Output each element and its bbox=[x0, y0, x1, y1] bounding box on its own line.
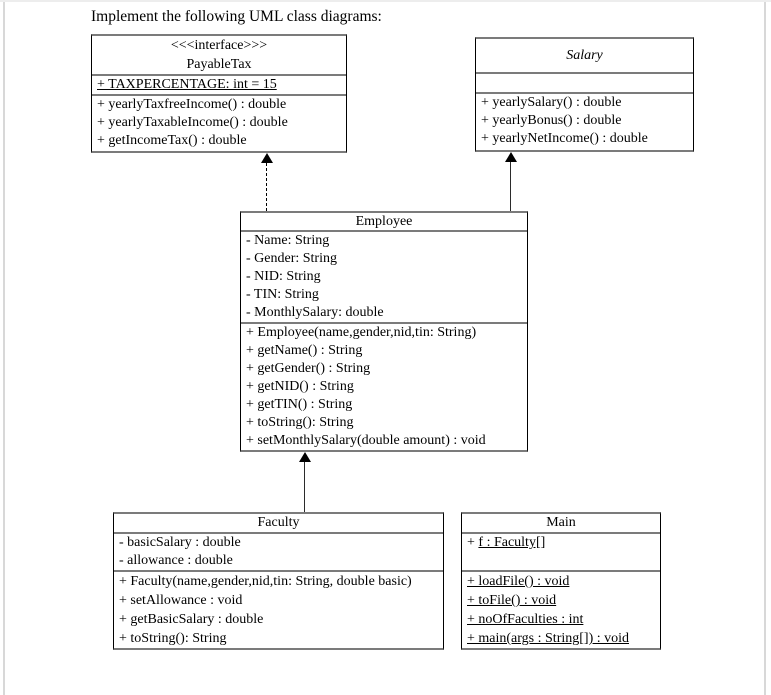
method-row: + Faculty(name,gender,nid,tin: String, d… bbox=[119, 574, 412, 589]
method-row: + toFile() : void bbox=[467, 593, 557, 608]
realization-arrow-employee-to-payabletax bbox=[266, 163, 267, 211]
attribute-row: - MonthlySalary: double bbox=[246, 305, 384, 320]
attribute-row: - NID: String bbox=[246, 269, 321, 284]
class-name: Employee bbox=[355, 214, 413, 229]
attributes-section: - Name: String - Gender: String - NID: S… bbox=[241, 232, 527, 322]
attributes-section: + TAXPERCENTAGE: int = 15 bbox=[92, 76, 346, 94]
methods-section: + loadFile() : void + toFile() : void + … bbox=[462, 570, 660, 648]
class-header: Salary bbox=[476, 39, 693, 74]
realization-arrowhead-payabletax bbox=[261, 153, 273, 163]
class-header: Employee bbox=[241, 213, 527, 232]
attribute-row: - basicSalary : double bbox=[119, 535, 241, 550]
attribute-text: f : Faculty[] bbox=[478, 535, 546, 550]
class-name: Faculty bbox=[257, 515, 300, 530]
methods-section: + Faculty(name,gender,nid,tin: String, d… bbox=[114, 570, 443, 648]
methods-section: + yearlyTaxfreeIncome() : double + yearl… bbox=[92, 94, 346, 151]
method-row: + getNID() : String bbox=[246, 379, 354, 394]
method-row: + setMonthlySalary(double amount) : void bbox=[246, 433, 486, 448]
method-row: + setAllowance : void bbox=[119, 593, 243, 608]
method-row: + toString(): String bbox=[119, 631, 227, 646]
method-row: + getTIN() : String bbox=[246, 397, 353, 412]
method-row: + toString(): String bbox=[246, 415, 354, 430]
method-row: + getIncomeTax() : double bbox=[97, 133, 247, 148]
method-row: + yearlyNetIncome() : double bbox=[481, 131, 648, 146]
attribute-row: - Name: String bbox=[246, 233, 330, 248]
method-row: + yearlyTaxfreeIncome() : double bbox=[97, 97, 287, 112]
page-title: Implement the following UML class diagra… bbox=[91, 8, 382, 25]
method-row: + loadFile() : void bbox=[467, 574, 570, 589]
class-header: <<<interface>>> PayableTax bbox=[92, 36, 346, 76]
class-header: Faculty bbox=[114, 514, 443, 534]
attribute-row: - TIN: String bbox=[246, 287, 319, 302]
attribute-row: - Gender: String bbox=[246, 251, 337, 266]
page-edge-top bbox=[0, 0, 771, 2]
method-row: + getName() : String bbox=[246, 343, 363, 358]
method-row: + getBasicSalary : double bbox=[119, 612, 264, 627]
page-edge-right bbox=[764, 0, 766, 695]
methods-section: + Employee(name,gender,nid,tin: String) … bbox=[241, 322, 527, 450]
uml-class-faculty: Faculty - basicSalary : double - allowan… bbox=[113, 512, 444, 650]
class-name: Main bbox=[546, 515, 576, 530]
class-name: PayableTax bbox=[186, 57, 252, 72]
page-edge-left bbox=[3, 0, 5, 695]
attribute-prefix: + bbox=[467, 535, 479, 550]
attribute-row: + f : Faculty[] bbox=[467, 534, 655, 552]
class-header: Main bbox=[462, 514, 660, 534]
method-row: + yearlyBonus() : double bbox=[481, 113, 622, 128]
uml-class-salary: Salary + yearlySalary() : double + yearl… bbox=[475, 37, 694, 152]
method-row: + Employee(name,gender,nid,tin: String) bbox=[246, 325, 477, 340]
methods-section: + yearlySalary() : double + yearlyBonus(… bbox=[476, 92, 693, 150]
attributes-section bbox=[476, 74, 693, 92]
method-row: + main(args : String[]) : void bbox=[467, 631, 630, 646]
method-row: + getGender() : String bbox=[246, 361, 371, 376]
generalization-arrowhead-salary bbox=[505, 152, 517, 162]
stereotype-label: <<<interface>>> bbox=[170, 38, 268, 53]
method-row: + yearlySalary() : double bbox=[481, 95, 622, 110]
attributes-section: + f : Faculty[] bbox=[462, 534, 660, 570]
class-name: Salary bbox=[566, 47, 603, 63]
uml-class-payabletax: <<<interface>>> PayableTax + TAXPERCENTA… bbox=[91, 34, 347, 153]
attribute-row: - allowance : double bbox=[119, 553, 233, 568]
uml-class-main: Main + f : Faculty[] + loadFile() : void… bbox=[461, 512, 661, 650]
attributes-section: - basicSalary : double - allowance : dou… bbox=[114, 534, 443, 570]
uml-class-employee: Employee - Name: String - Gender: String… bbox=[240, 211, 528, 452]
method-row: + noOfFaculties : int bbox=[467, 612, 584, 627]
generalization-arrow-employee-to-salary bbox=[510, 162, 511, 211]
generalization-arrow-faculty-to-employee bbox=[304, 462, 305, 512]
method-row: + yearlyTaxableIncome() : double bbox=[97, 115, 288, 130]
generalization-arrowhead-employee bbox=[299, 452, 311, 462]
attribute-row: + TAXPERCENTAGE: int = 15 bbox=[97, 77, 277, 92]
